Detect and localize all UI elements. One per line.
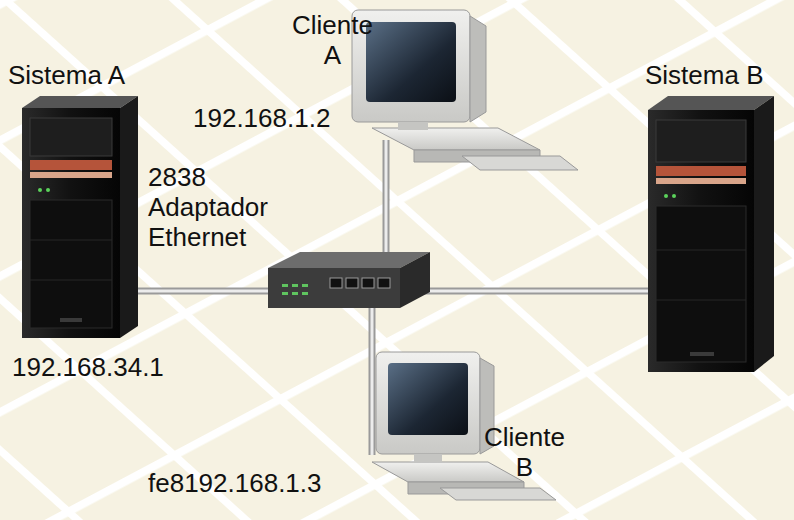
system-label: Sistema A — [8, 60, 125, 90]
client-label: Cliente A — [292, 10, 373, 70]
adapter-label: 2838 Adaptador Ethernet — [148, 162, 268, 252]
server-tower-b — [648, 96, 774, 372]
client-label: Cliente B — [484, 422, 565, 482]
ip-address: 192.168.34.1 — [12, 352, 164, 382]
ip-address: fe8192.168.1.3 — [148, 468, 322, 498]
ip-address: 192.168.1.2 — [193, 103, 330, 133]
network-cables — [134, 140, 650, 455]
ethernet-hub — [268, 252, 430, 308]
system-label: Sistema B — [645, 60, 764, 90]
client-pc-a — [352, 10, 578, 170]
server-tower-a — [22, 96, 138, 338]
